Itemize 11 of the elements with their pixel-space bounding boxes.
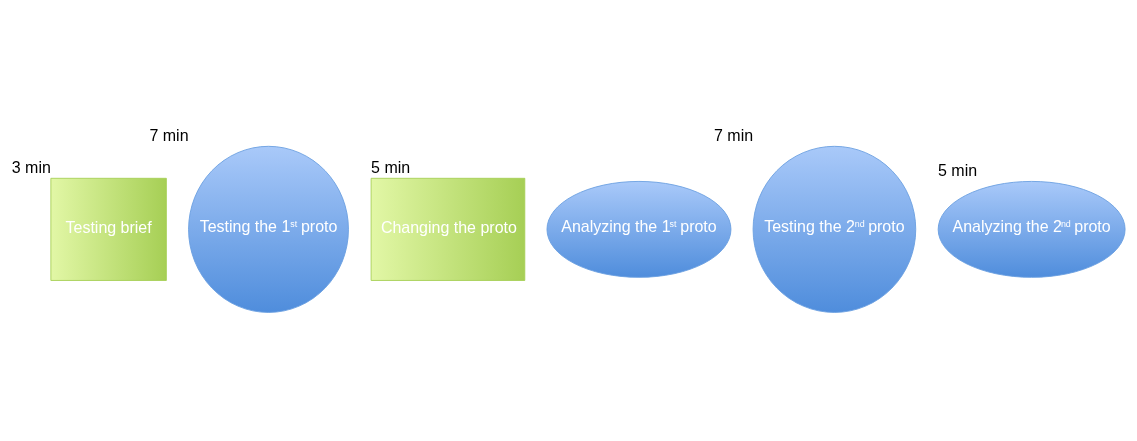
- node-box: Changing the proto: [370, 177, 526, 281]
- node-label: 5 min: [938, 162, 978, 180]
- node-ellipse: Analyzing the 2$^{nd}$ proto: [937, 180, 1126, 278]
- node-label: 3 min: [11, 159, 51, 177]
- node-circle: Testing the 1$^{st}$ proto: [188, 145, 349, 313]
- node-label: 7 min: [149, 127, 189, 145]
- node-ellipse: Analyzing the 1$^{st}$ proto: [546, 180, 732, 278]
- node-box: Testing brief: [50, 177, 167, 281]
- node-circle: Testing the 2$^{nd}$ proto: [752, 145, 917, 313]
- node-label: 5 min: [371, 159, 411, 177]
- node-label: 7 min: [714, 127, 754, 145]
